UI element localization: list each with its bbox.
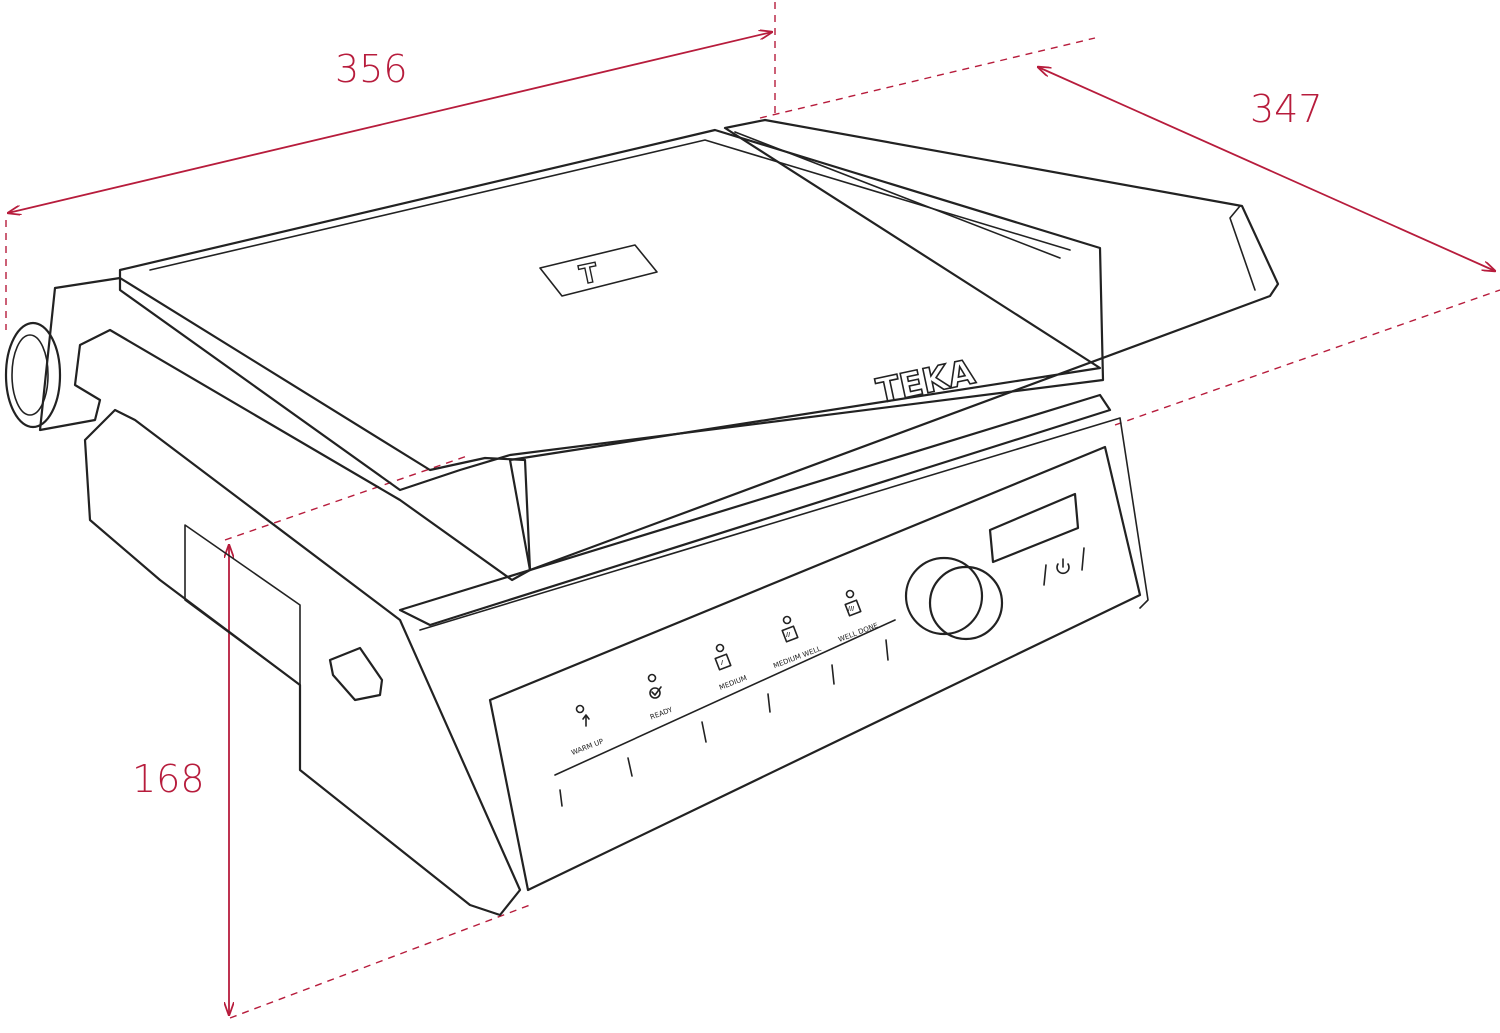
panel-divider-ticks bbox=[559, 639, 889, 807]
control-panel-inner bbox=[554, 619, 896, 776]
power-divider-right bbox=[1081, 547, 1085, 571]
arrow-up-icon bbox=[582, 714, 590, 727]
hinge-knob-outer bbox=[4, 321, 62, 429]
depth-value: 347 bbox=[1250, 87, 1323, 131]
svg-text:II: II bbox=[786, 631, 790, 639]
lid-handle-edge bbox=[734, 131, 1061, 259]
power-divider-left bbox=[1043, 564, 1047, 586]
depth-extension-front bbox=[1114, 289, 1500, 426]
svg-text:I: I bbox=[721, 659, 723, 667]
side-switch bbox=[328, 646, 384, 702]
lid-handle-bar-face bbox=[1229, 205, 1256, 291]
depth-dimension-line bbox=[1038, 67, 1495, 271]
dimension-annotations: 356 347 168 bbox=[5, 2, 1500, 1019]
indicator-warm-up: WARM UP bbox=[570, 704, 605, 757]
lid-top-plate bbox=[118, 128, 1105, 492]
width-value: 356 bbox=[335, 47, 408, 91]
indicator-label-ready: READY bbox=[649, 705, 674, 721]
base-left-side bbox=[83, 408, 522, 917]
lid-bottom-rim bbox=[419, 417, 1149, 631]
dial-knob-ring bbox=[904, 556, 984, 636]
level-one-icon: I bbox=[714, 653, 732, 671]
width-dimension-line bbox=[8, 32, 772, 213]
left-hinge-arm bbox=[38, 276, 532, 582]
depth-extension-back bbox=[759, 37, 1096, 119]
indicator-well-done: III WELL DONE bbox=[837, 589, 879, 644]
height-extension-bottom bbox=[229, 904, 531, 1019]
display-screen bbox=[988, 492, 1080, 564]
height-value: 168 bbox=[132, 757, 205, 801]
indicator-label-well-done: WELL DONE bbox=[837, 621, 879, 643]
indicator-ready: READY bbox=[647, 673, 674, 722]
lid-logo-frame bbox=[539, 244, 658, 297]
base-left-cutout bbox=[184, 524, 301, 686]
lid-logo-letter: T bbox=[577, 258, 601, 291]
dial-knob bbox=[928, 565, 1004, 641]
contact-grill-outline: T TEKA bbox=[4, 118, 1280, 917]
indicator-label-medium-well: MEDIUM WELL bbox=[772, 645, 822, 671]
control-panel-frame bbox=[488, 445, 1142, 892]
svg-text:III: III bbox=[848, 605, 854, 613]
lid-front-lip bbox=[398, 393, 1112, 627]
indicator-medium-well: II MEDIUM WELL bbox=[772, 615, 822, 671]
indicator-medium: I MEDIUM bbox=[714, 643, 748, 692]
level-two-icon: II bbox=[781, 625, 799, 643]
height-extension-top bbox=[224, 454, 471, 541]
lid-top-inner-edge bbox=[149, 139, 1071, 271]
hinge-knob-inner bbox=[11, 334, 49, 416]
power-icon bbox=[1056, 558, 1070, 575]
level-three-icon: III bbox=[844, 599, 862, 617]
lid-handle-bar bbox=[508, 118, 1280, 572]
check-circle-icon bbox=[649, 686, 662, 699]
